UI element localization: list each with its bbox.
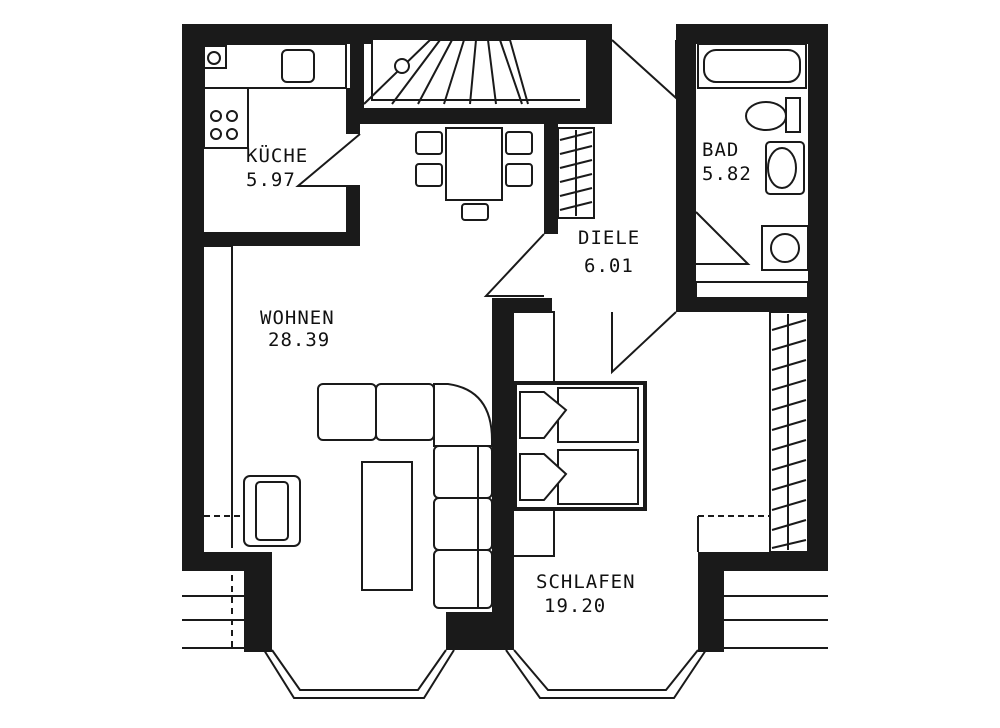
room-label-diele: DIELE 6.01 <box>578 227 640 277</box>
kitchen-counter <box>203 43 347 149</box>
bedside-shelves <box>514 311 555 557</box>
room-name-diele: DIELE <box>578 227 640 249</box>
bay-window-living <box>263 649 455 699</box>
room-area-wohnen: 28.39 <box>268 329 330 351</box>
room-name-bad: BAD <box>702 139 739 161</box>
balcony-right <box>724 569 828 649</box>
staircase <box>363 39 580 105</box>
balcony-left <box>182 569 248 650</box>
room-name-wohnen: WOHNEN <box>260 307 335 329</box>
doors <box>295 39 751 375</box>
room-label-wohnen: WOHNEN 28.39 <box>260 307 335 351</box>
bathroom-fixtures <box>695 43 809 299</box>
room-area-diele: 6.01 <box>584 255 634 277</box>
room-name-schlafen: SCHLAFEN <box>536 571 636 593</box>
walls <box>182 24 828 652</box>
coffee-table <box>361 461 413 591</box>
dining-table <box>415 127 533 221</box>
room-label-bad: BAD 5.82 <box>702 139 752 185</box>
room-area-kueche: 5.97 <box>246 169 296 191</box>
armchair <box>243 475 301 547</box>
room-area-schlafen: 19.20 <box>544 595 606 617</box>
room-name-kueche: KÜCHE <box>246 144 308 167</box>
wardrobe-bedroom <box>697 311 809 553</box>
room-area-bad: 5.82 <box>702 163 752 185</box>
wardrobe-hall <box>557 127 595 219</box>
double-bed <box>513 381 647 511</box>
room-label-kueche: KÜCHE 5.97 <box>246 144 308 191</box>
living-window-shelf <box>204 245 244 548</box>
room-label-schlafen: SCHLAFEN 19.20 <box>536 571 636 617</box>
bay-window-bedroom <box>505 649 707 699</box>
sofa <box>317 383 493 609</box>
